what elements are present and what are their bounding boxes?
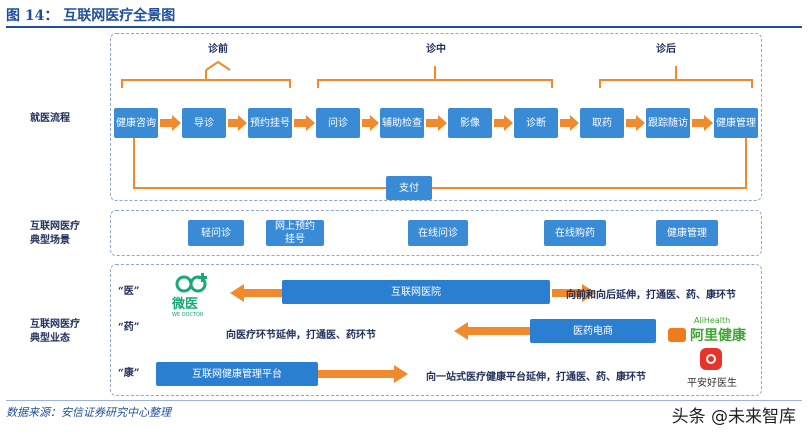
alihealth-logo-sub: AliHealth <box>694 316 731 325</box>
scene-3: 在线问诊 <box>408 220 468 246</box>
phase-before: 诊前 <box>208 44 228 55</box>
source-note: 数据来源：安信证券研究中心整理 <box>6 406 171 419</box>
note-yao: 向医疗环节延伸，打通医、药环节 <box>226 330 376 341</box>
flow-step-10: 健康管理 <box>714 108 758 138</box>
note-yi: 向前和向后延伸，打通医、药、康环节 <box>566 290 736 301</box>
phase-during: 诊中 <box>426 44 446 55</box>
pingan-logo-text: 平安好医生 <box>687 378 737 389</box>
scene-1: 轻问诊 <box>188 220 244 246</box>
quote-yao: “药” <box>118 322 140 333</box>
note-kang: 向一站式医疗健康平台延伸，打通医、药、康环节 <box>426 372 646 383</box>
scene-2: 网上预约挂号 <box>266 220 324 246</box>
watermark: 头条 @未来智库 <box>671 407 796 427</box>
phase-after: 诊后 <box>656 44 676 55</box>
biz-kang-box: 互联网健康管理平台 <box>156 362 318 386</box>
row-label-scenes-text: 互联网医疗典型场景 <box>30 221 80 246</box>
flow-step-7: 诊断 <box>514 108 558 138</box>
quote-kang: “康” <box>118 368 140 379</box>
alihealth-icon <box>668 328 686 342</box>
alihealth-logo-text: 阿里健康 <box>690 328 746 344</box>
wedoctor-logo-text: 微医 <box>172 297 199 312</box>
source-rule <box>6 400 802 401</box>
row-label-flow: 就医流程 <box>30 113 70 124</box>
arrow-yi-left <box>230 284 290 302</box>
arrow-yi-right <box>552 284 596 302</box>
pingan-logo: 平安好医生 <box>682 348 742 392</box>
flow-step-5: 辅助检查 <box>380 108 424 138</box>
flow-step-3: 预约挂号 <box>248 108 292 138</box>
wedoctor-logo-sub: WE DOCTOR <box>172 312 204 318</box>
arrow-yao-left <box>454 322 530 340</box>
pingan-icon <box>700 348 722 370</box>
wedoctor-icon <box>175 273 207 293</box>
flow-step-9: 跟踪随访 <box>646 108 690 138</box>
figure-title: 图 14： 互联网医疗全景图 <box>6 8 176 24</box>
wedoctor-logo: 微医 WE DOCTOR <box>168 272 220 318</box>
payment-box: 支付 <box>386 176 432 200</box>
biz-yi-box: 互联网医院 <box>282 280 550 304</box>
scene-5: 健康管理 <box>656 220 718 246</box>
alihealth-logo: AliHealth 阿里健康 <box>668 316 750 346</box>
flow-step-1: 健康咨询 <box>114 108 158 138</box>
flow-step-6: 影像 <box>448 108 492 138</box>
arrow-kang-right <box>318 365 408 383</box>
flow-step-8: 取药 <box>580 108 624 138</box>
title-rule <box>6 26 802 28</box>
biz-yao-box: 医药电商 <box>530 319 656 343</box>
quote-yi: “医” <box>118 286 140 297</box>
flow-step-2: 导诊 <box>182 108 226 138</box>
row-label-biz: 互联网医疗典型业态 <box>30 318 88 346</box>
row-label-biz-text: 互联网医疗典型业态 <box>30 319 80 344</box>
flow-step-4: 问诊 <box>316 108 360 138</box>
scene-4: 在线购药 <box>544 220 606 246</box>
row-label-scenes: 互联网医疗典型场景 <box>30 220 106 248</box>
